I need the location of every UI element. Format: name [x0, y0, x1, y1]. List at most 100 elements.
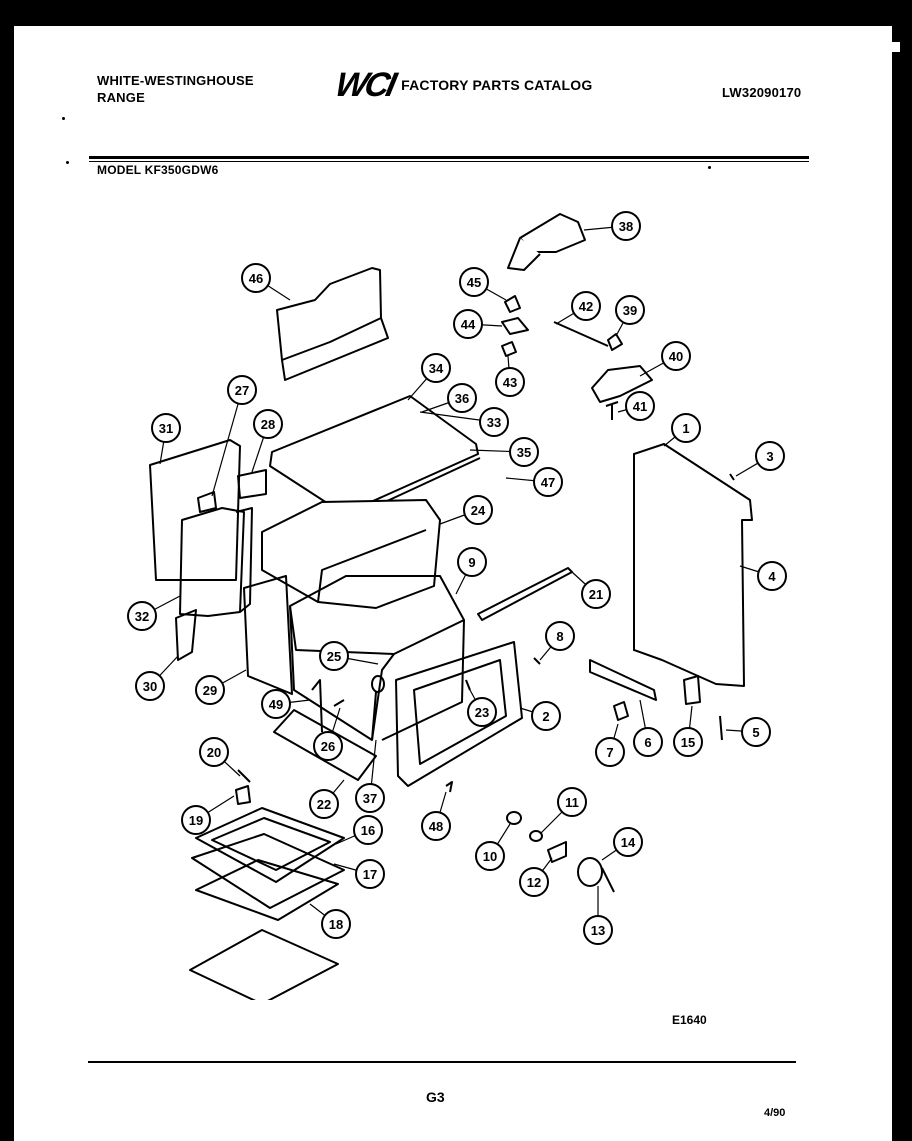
part-callout-10: 10 [475, 841, 505, 871]
header-rule-thin [89, 161, 809, 162]
callout-label: 46 [249, 271, 263, 286]
callout-label: 13 [591, 923, 605, 938]
part-callout-47: 47 [533, 467, 563, 497]
part-callout-41: 41 [625, 391, 655, 421]
callout-label: 43 [503, 375, 517, 390]
header-rule [89, 156, 809, 159]
drawing-code: E1640 [672, 1013, 707, 1027]
product-type: RANGE [97, 90, 145, 105]
part-callout-3: 3 [755, 441, 785, 471]
part-callout-37: 37 [355, 783, 385, 813]
callout-label: 3 [766, 449, 773, 464]
callout-label: 4 [768, 569, 776, 584]
part-callout-24: 24 [463, 495, 493, 525]
part-callout-46: 46 [241, 263, 271, 293]
callout-label: 17 [363, 867, 377, 882]
part-callout-40: 40 [661, 341, 691, 371]
part-callout-23: 23 [467, 697, 497, 727]
page-number: G3 [426, 1089, 445, 1105]
model-number: MODEL KF350GDW6 [97, 163, 219, 177]
callout-label: 36 [455, 391, 469, 406]
callout-label: 8 [556, 629, 563, 644]
callout-label: 6 [644, 735, 651, 750]
part-callout-8: 8 [545, 621, 575, 651]
callout-label: 26 [321, 739, 335, 754]
part-callout-19: 19 [181, 805, 211, 835]
callout-label: 29 [203, 683, 217, 698]
callout-label: 24 [471, 503, 486, 518]
part-callout-15: 15 [673, 727, 703, 757]
part-callout-16: 16 [353, 815, 383, 845]
callout-label: 48 [429, 819, 443, 834]
part-callout-6: 6 [633, 727, 663, 757]
exploded-parts-diagram: 1234567891011121314151617181920212223242… [127, 211, 787, 1000]
part-callout-32: 32 [127, 601, 157, 631]
part-callout-25: 25 [319, 641, 349, 671]
part-callout-22: 22 [309, 789, 339, 819]
part-callout-29: 29 [195, 675, 225, 705]
callout-label: 7 [606, 745, 613, 760]
callout-label: 44 [461, 317, 476, 332]
part-callout-1: 1 [671, 413, 701, 443]
callout-label: 27 [235, 383, 249, 398]
part-callout-49: 49 [261, 689, 291, 719]
part-callout-7: 7 [595, 737, 625, 767]
part-callout-11: 11 [557, 787, 587, 817]
callout-label: 23 [475, 705, 489, 720]
callout-label: 2 [542, 709, 549, 724]
part-callout-44: 44 [453, 309, 483, 339]
part-callout-48: 48 [421, 811, 451, 841]
brand-name: WHITE-WESTINGHOUSE [97, 73, 254, 88]
part-callout-28: 28 [253, 409, 283, 439]
callout-label: 42 [579, 299, 593, 314]
callout-label: 21 [589, 587, 603, 602]
callout-label: 11 [565, 795, 579, 810]
callout-label: 32 [135, 609, 149, 624]
part-callout-38: 38 [611, 211, 641, 241]
catalog-title: FACTORY PARTS CATALOG [401, 77, 593, 93]
part-callout-33: 33 [479, 407, 509, 437]
brand-block: WHITE-WESTINGHOUSE RANGE [97, 72, 254, 106]
part-callout-45: 45 [459, 267, 489, 297]
part-callout-17: 17 [355, 859, 385, 889]
callout-label: 38 [619, 219, 633, 234]
part-callout-27: 27 [227, 375, 257, 405]
callout-label: 40 [669, 349, 683, 364]
callout-label: 18 [329, 917, 343, 932]
part-callout-18: 18 [321, 909, 351, 939]
catalog-date: 4/90 [764, 1107, 786, 1119]
callout-label: 22 [317, 797, 331, 812]
callout-label: 14 [621, 835, 636, 850]
callout-label: 28 [261, 417, 275, 432]
callout-label: 19 [189, 813, 203, 828]
part-callout-43: 43 [495, 367, 525, 397]
callout-label: 16 [361, 823, 375, 838]
callout-label: 49 [269, 697, 283, 712]
callout-label: 5 [752, 725, 759, 740]
callout-label: 41 [633, 399, 647, 414]
wci-logo: WCI [331, 66, 398, 104]
catalog-heading: WCI FACTORY PARTS CATALOG [332, 66, 593, 104]
callout-label: 39 [623, 303, 637, 318]
part-callout-21: 21 [581, 579, 611, 609]
callout-label: 34 [429, 361, 444, 376]
part-callout-5: 5 [741, 717, 771, 747]
part-callout-35: 35 [509, 437, 539, 467]
part-callout-9: 9 [457, 547, 487, 577]
part-callout-26: 26 [313, 731, 343, 761]
callout-label: 25 [327, 649, 341, 664]
callout-label: 1 [682, 421, 689, 436]
part-callout-12: 12 [519, 867, 549, 897]
callout-label: 12 [527, 875, 541, 890]
callout-label: 37 [363, 791, 377, 806]
callout-label: 15 [681, 735, 695, 750]
callout-label: 30 [143, 679, 157, 694]
callout-label: 9 [468, 555, 475, 570]
callout-label: 33 [487, 415, 501, 430]
callout-label: 20 [207, 745, 221, 760]
callout-label: 45 [467, 275, 481, 290]
part-callout-30: 30 [135, 671, 165, 701]
part-callout-31: 31 [151, 413, 181, 443]
callout-label: 10 [483, 849, 497, 864]
